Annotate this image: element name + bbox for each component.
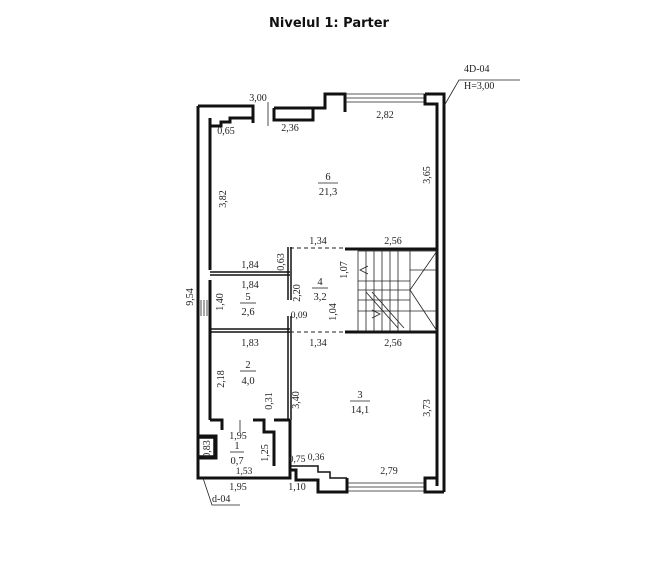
svg-text:5: 5	[245, 292, 250, 303]
mark-d-04: d-04	[212, 494, 230, 505]
svg-text:4,0: 4,0	[241, 376, 254, 387]
svg-text:2,82: 2,82	[376, 110, 394, 121]
svg-text:14,1: 14,1	[351, 405, 369, 416]
svg-text:1,10: 1,10	[288, 482, 306, 493]
svg-text:1,25: 1,25	[260, 444, 271, 462]
mark-height: H=3,00	[464, 81, 494, 92]
svg-text:1,84: 1,84	[241, 260, 259, 271]
svg-text:1,40: 1,40	[215, 293, 226, 311]
bottom-window	[347, 482, 425, 492]
svg-text:2,56: 2,56	[384, 338, 402, 349]
svg-text:0,63: 0,63	[276, 253, 287, 271]
svg-text:3: 3	[357, 390, 362, 401]
svg-text:1,07: 1,07	[339, 261, 350, 279]
plan-title: Nivelul 1: Parter	[269, 16, 389, 31]
svg-text:1,95: 1,95	[229, 482, 247, 493]
room-5-label: 5 2,6	[240, 292, 256, 318]
svg-text:0,09: 0,09	[291, 311, 308, 321]
vertical-dimension-labels: 3,82 3,65 9,54 1,40 0,63 2,20 1,07 1,04 …	[185, 166, 433, 462]
svg-text:3,2: 3,2	[313, 292, 326, 303]
svg-text:1,34: 1,34	[309, 338, 327, 349]
svg-text:0,7: 0,7	[230, 456, 243, 467]
svg-text:9,54: 9,54	[185, 288, 196, 306]
svg-text:3,73: 3,73	[422, 399, 433, 417]
svg-text:2,20: 2,20	[292, 284, 303, 302]
staircase	[357, 250, 438, 332]
room-4-label: 4 3,2	[312, 277, 328, 303]
svg-text:4: 4	[317, 277, 323, 288]
svg-text:2: 2	[245, 360, 250, 371]
mark-4d-04: 4D-04	[464, 64, 490, 75]
svg-text:1,84: 1,84	[241, 280, 259, 291]
svg-text:1,53: 1,53	[236, 467, 253, 477]
top-window	[345, 93, 425, 103]
svg-text:1,34: 1,34	[309, 236, 327, 247]
dimension-labels: 3,00 0,65 2,36 2,82 1,34 2,56 1,84 1,84 …	[217, 93, 402, 493]
svg-text:2,56: 2,56	[384, 236, 402, 247]
svg-text:3,65: 3,65	[422, 166, 433, 184]
svg-text:2,79: 2,79	[380, 466, 398, 477]
svg-text:1,95: 1,95	[229, 431, 247, 442]
svg-text:3,82: 3,82	[218, 190, 229, 208]
svg-text:2,6: 2,6	[241, 307, 254, 318]
svg-text:2,18: 2,18	[216, 370, 227, 388]
svg-text:2,36: 2,36	[281, 123, 299, 134]
svg-text:0,36: 0,36	[308, 453, 325, 463]
room-6-label: 6 21,3	[318, 172, 338, 198]
svg-text:1,04: 1,04	[328, 303, 339, 321]
room-1-label: 1 0,7	[230, 441, 244, 467]
svg-text:0,31: 0,31	[264, 392, 275, 410]
svg-text:21,3: 21,3	[319, 187, 337, 198]
svg-text:0,75: 0,75	[289, 455, 306, 465]
svg-text:0,65: 0,65	[217, 126, 235, 137]
leader-lines	[202, 79, 520, 506]
room-2-label: 2 4,0	[240, 360, 256, 387]
svg-text:1: 1	[234, 441, 239, 452]
svg-text:1,83: 1,83	[241, 338, 259, 349]
svg-text:3,00: 3,00	[249, 93, 267, 104]
svg-text:0,83: 0,83	[202, 440, 213, 458]
svg-text:3,40: 3,40	[291, 391, 302, 409]
svg-text:6: 6	[325, 172, 330, 183]
interior-walls	[197, 247, 437, 466]
left-window	[200, 300, 208, 316]
room-3-label: 3 14,1	[350, 390, 370, 416]
